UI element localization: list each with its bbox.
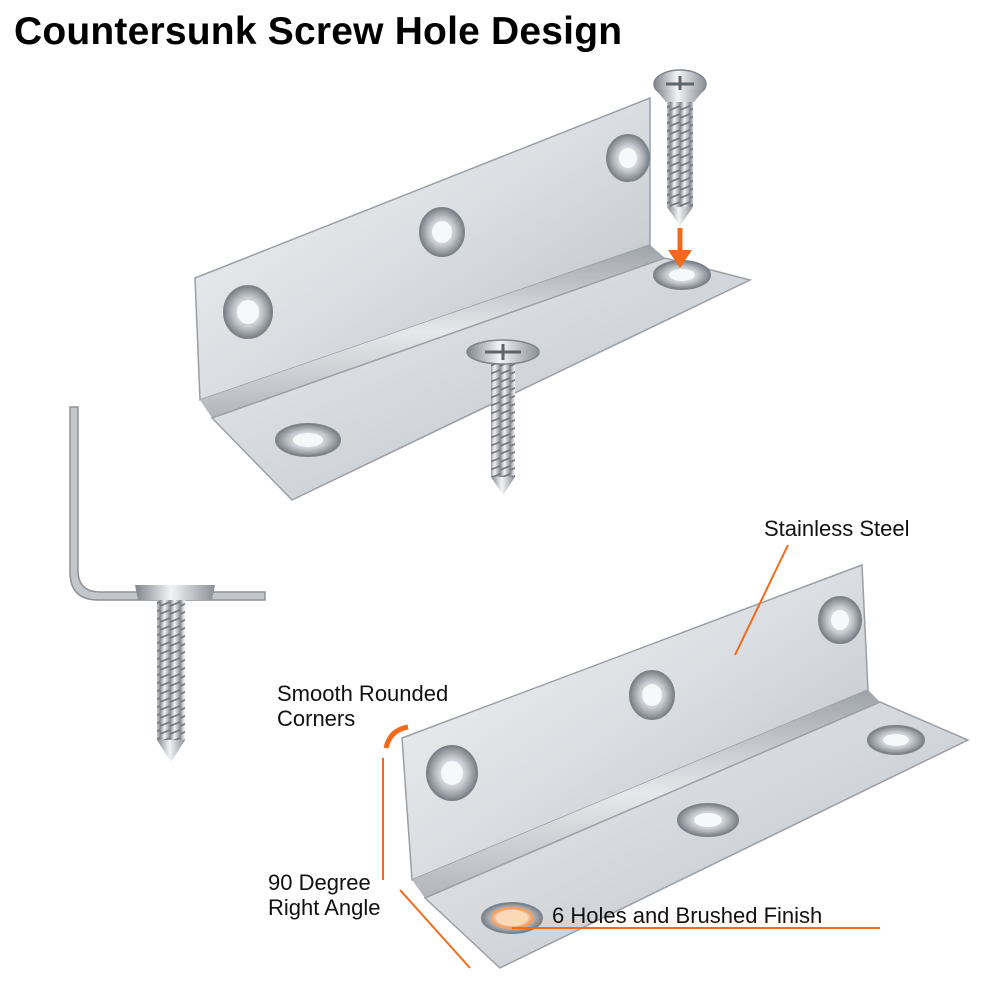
- screw-icon: [653, 69, 707, 226]
- screw-icon: [466, 339, 540, 495]
- arrow-down-icon: [668, 228, 692, 268]
- label-stainless-steel: Stainless Steel: [764, 516, 910, 541]
- side-profile: [69, 406, 266, 762]
- label-holes-finish: 6 Holes and Brushed Finish: [552, 903, 823, 928]
- label-rounded-corners-line1: Smooth Rounded: [277, 681, 449, 706]
- label-right-angle: 90 Degree Right Angle: [268, 870, 381, 920]
- label-right-angle-line1: 90 Degree: [268, 870, 371, 895]
- top-bracket: [194, 96, 753, 501]
- label-rounded-corners-line2: Corners: [277, 706, 356, 731]
- bottom-bracket: [401, 563, 970, 969]
- label-rounded-corners: Smooth Rounded Corners: [277, 681, 448, 731]
- label-right-angle-line2: Right Angle: [268, 895, 381, 920]
- callout-lines: [382, 544, 880, 969]
- page-title: Countersunk Screw Hole Design: [14, 10, 623, 53]
